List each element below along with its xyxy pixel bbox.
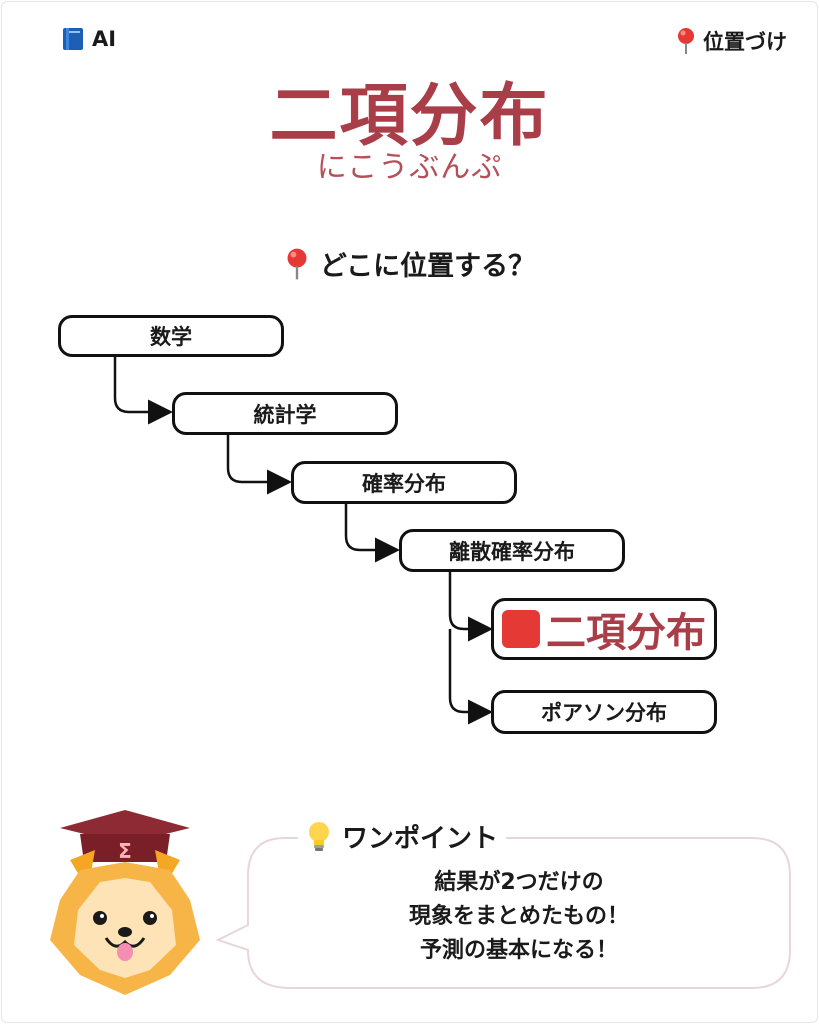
red-square-icon [502, 610, 540, 648]
node-binomial-distribution: 二項分布 [491, 598, 717, 660]
node-label: 離散確率分布 [449, 539, 575, 564]
header-left-label: AI [92, 27, 117, 51]
node-poisson-distribution: ポアソン分布 [491, 690, 717, 734]
node-label: 統計学 [253, 402, 317, 427]
node-label: ポアソン分布 [541, 701, 667, 725]
tip-line: 予測の基本になる！ [419, 938, 618, 963]
lightbulb-icon [309, 821, 329, 851]
header-right: 位置づけ [675, 26, 787, 56]
pin-icon [678, 28, 694, 54]
tip-line: 結果が2つだけの [434, 870, 604, 895]
section-heading-text: どこに位置する？ [319, 251, 536, 282]
tip-body: 結果が2つだけの 現象をまとめたもの！ 予測の基本になる！ [250, 866, 788, 968]
node-label: 二項分布 [546, 610, 706, 656]
node-label: 確率分布 [362, 471, 446, 496]
highlight-content: 二項分布 [502, 600, 706, 658]
node-label: 数学 [150, 325, 192, 349]
node-probability-distribution: 確率分布 [291, 461, 517, 504]
header-right-label: 位置づけ [703, 30, 787, 54]
page-title: 二項分布 [269, 77, 550, 156]
book-icon [63, 28, 83, 50]
hat-symbol: Σ [118, 839, 132, 863]
node-statistics: 統計学 [172, 392, 398, 435]
tip-line: 現象をまとめたもの！ [408, 904, 629, 929]
header-left: AI [60, 26, 116, 52]
node-discrete-distribution: 離散確率分布 [399, 529, 625, 572]
tip-heading: ワンポイント [298, 818, 507, 855]
tip-heading-text: ワンポイント [342, 824, 499, 854]
mascot-dog-icon: Σ [50, 810, 200, 995]
section-heading: どこに位置する？ [0, 244, 819, 283]
node-math: 数学 [58, 315, 284, 357]
title-reading: にこうぶんぷ [316, 150, 503, 185]
pin-icon [287, 248, 307, 279]
